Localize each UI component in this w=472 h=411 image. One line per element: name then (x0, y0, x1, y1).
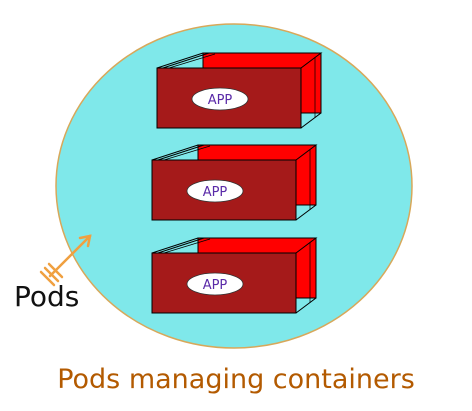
diagram-caption: Pods managing containers (57, 364, 415, 395)
pods-label: Pods (14, 280, 80, 313)
app-container: APP (156, 52, 323, 129)
container-stack: APP APP APP (151, 52, 323, 314)
app-oval (186, 179, 244, 203)
app-oval (186, 272, 244, 296)
app-label: APP (203, 278, 228, 293)
app-label: APP (208, 93, 233, 108)
pointer-arrow-icon (39, 234, 92, 287)
app-container: APP (151, 144, 318, 221)
app-label: APP (203, 185, 228, 200)
app-container: APP (151, 237, 318, 314)
app-oval (191, 87, 249, 111)
